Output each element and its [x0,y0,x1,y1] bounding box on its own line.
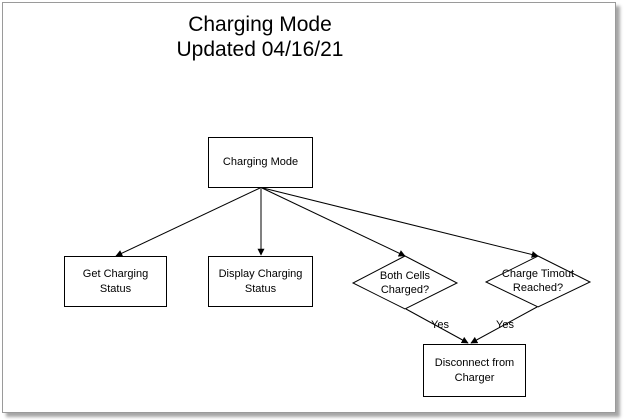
node-charging-mode: Charging Mode [208,137,313,188]
edge-both-cells-to-disconnect [405,308,469,344]
diamond-timeout [484,255,592,308]
diamond-both-cells [351,255,459,310]
node-display-charging-status: Display Charging Status [208,256,313,307]
edge-label-yes-right: Yes [496,319,514,331]
node-charging-mode-label: Charging Mode [222,156,299,168]
node-disconnect-from-charger: Disconnect from Charger [423,344,526,397]
node-display-charging-status-label: Display Charging Status [218,267,303,295]
edge-label-yes-left: Yes [431,319,449,331]
edge-root-to-get-status [115,187,261,257]
edge-root-to-timeout [262,187,539,258]
edge-root-to-both-cells [261,187,406,257]
node-both-cells-charged-label: Both Cells Charged? [379,270,431,296]
diagram-title: Charging Mode Updated 04/16/21 [150,12,370,62]
node-charge-timeout-label: Charge Timout Reached? [501,268,575,294]
title-line-2: Updated 04/16/21 [176,38,344,61]
node-get-charging-status: Get Charging Status [64,256,167,307]
edge-timeout-to-disconnect [470,306,538,344]
node-disconnect-from-charger-label: Disconnect from Charger [434,356,515,384]
title-line-1: Charging Mode [188,13,332,36]
node-get-charging-status-label: Get Charging Status [82,267,149,295]
